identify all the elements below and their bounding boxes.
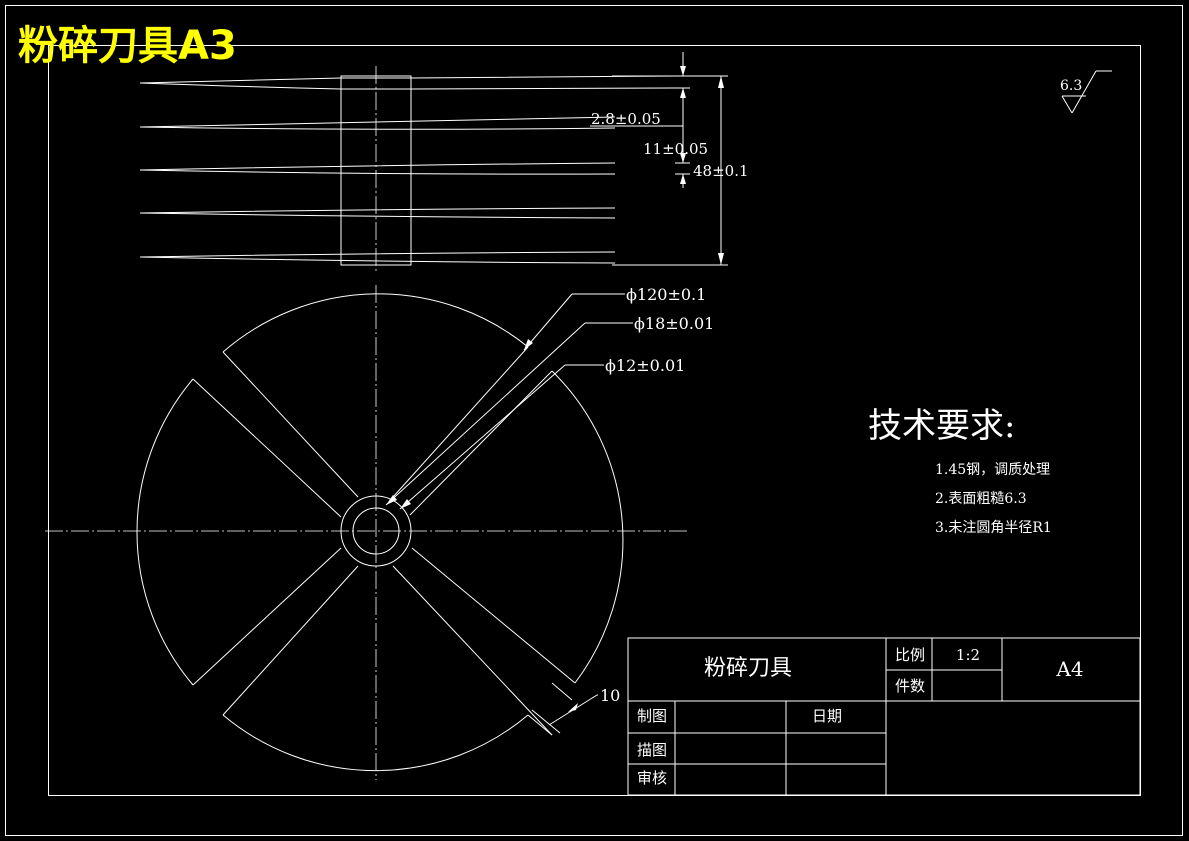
title-scale-value: 1:2 xyxy=(956,646,980,664)
title-scale-label: 比例 xyxy=(895,646,925,664)
title-checked-label: 审核 xyxy=(637,769,667,787)
side-view: 2.8±0.05 11±0.05 48±0.1 xyxy=(139,52,749,272)
drawing-border xyxy=(48,45,1141,796)
roughness-symbol xyxy=(1061,70,1112,114)
dim-spacing-label: 11±0.05 xyxy=(643,140,708,158)
blade-1 xyxy=(139,75,676,90)
outer-frame xyxy=(5,5,1183,836)
dim-overall xyxy=(612,75,728,266)
requirement-item: 3.未注圆角半径R1 xyxy=(935,520,1052,536)
slots xyxy=(192,346,576,736)
dim-spacing xyxy=(675,120,690,188)
leader-hub-diameter xyxy=(385,322,633,506)
title-traced-label: 描图 xyxy=(637,741,667,759)
requirements-heading: 技术要求: xyxy=(868,406,1015,446)
title-date-label: 日期 xyxy=(812,707,842,725)
title-quantity-label: 件数 xyxy=(895,677,925,695)
dim-outer-diameter-label: ϕ120±0.1 xyxy=(626,285,706,304)
front-view: ϕ120±0.1 ϕ18±0.01 ϕ12±0.01 10 xyxy=(45,285,714,780)
disc-arc-left xyxy=(136,378,194,686)
blade-4 xyxy=(139,207,616,219)
dim-thickness-label: 2.8±0.05 xyxy=(591,110,661,128)
roughness-value: 6.3 xyxy=(1060,78,1082,94)
dim-bore-diameter-label: ϕ12±0.01 xyxy=(605,356,685,375)
sheet-title: 粉碎刀具A3 xyxy=(18,23,237,69)
dim-slot-width xyxy=(531,682,598,734)
title-block xyxy=(627,637,1141,796)
disc-arc-right xyxy=(551,370,624,684)
requirement-item: 2.表面粗糙6.3 xyxy=(935,491,1027,507)
blade-2 xyxy=(139,116,616,130)
blade-3 xyxy=(139,162,616,175)
dim-overall-label: 48±0.1 xyxy=(693,162,749,180)
leader-bore-diameter xyxy=(399,364,604,510)
disc-arc-bottom xyxy=(222,714,529,772)
dim-hub-diameter-label: ϕ18±0.01 xyxy=(634,314,714,333)
leader-outer-diameter xyxy=(523,293,625,351)
requirement-item: 1.45钢，调质处理 xyxy=(935,462,1050,478)
blade-5 xyxy=(139,251,616,264)
dim-slot-width-label: 10 xyxy=(600,686,620,705)
title-part-name: 粉碎刀具 xyxy=(704,656,792,681)
disc-arc-top xyxy=(222,293,529,353)
title-sheet-size: A4 xyxy=(1055,657,1083,681)
title-drawn-label: 制图 xyxy=(637,707,667,725)
